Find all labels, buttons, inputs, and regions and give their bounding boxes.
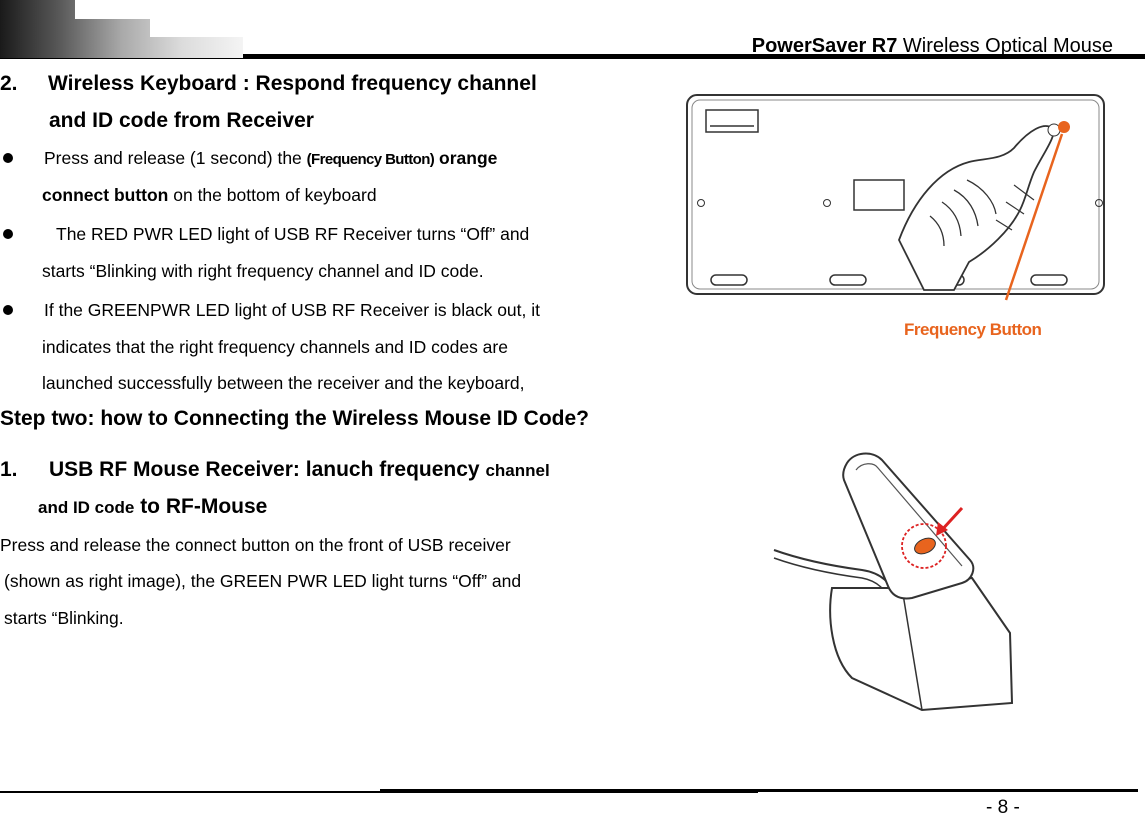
section1-number: 1. [0, 458, 18, 481]
section1-heading-line1: USB RF Mouse Receiver: lanuch frequency … [49, 458, 550, 484]
footer-rule [380, 789, 758, 793]
header-rule [243, 54, 1145, 58]
bullet1-tail-text: on the bottom of keyboard [168, 185, 377, 205]
bullet1-connect-button-text: connect button [42, 185, 169, 205]
usb-receiver-illustration [773, 452, 1014, 712]
bullet2-line1: The RED PWR LED light of USB RF Receiver… [56, 224, 530, 244]
bullet1-line1: Press and release (1 second) the (Freque… [44, 148, 497, 170]
footer-rule [758, 789, 1138, 792]
header-notch [75, 0, 243, 19]
footer-rule [0, 791, 380, 793]
bullet3-line3: launched successfully between the receiv… [42, 373, 525, 393]
bullet1-orange-text: orange [434, 148, 498, 168]
bullet2-line2: starts “Blinking with right frequency ch… [42, 261, 484, 281]
bullet1-text: Press and release (1 second) the [44, 148, 307, 168]
section2-heading-line2: and ID code from Receiver [49, 109, 314, 132]
header-title: PowerSaver R7 Wireless Optical Mouse [752, 36, 1113, 56]
bullet1-line2: connect button on the bottom of keyboard [42, 185, 377, 205]
arrow-head-icon [936, 522, 948, 536]
section1-heading-line2: and ID code to RF-Mouse [38, 495, 267, 521]
frequency-button-pointer [1004, 133, 1064, 301]
bullet-dot [3, 229, 13, 239]
section1-heading-rf-mouse: to RF-Mouse [134, 495, 268, 518]
frequency-button-dot [1058, 121, 1070, 133]
bullet-dot [3, 153, 13, 163]
keyboard-bottom-illustration [686, 94, 1105, 301]
bullet3-line2: indicates that the right frequency chann… [42, 337, 508, 357]
page-number: - 8 - [986, 797, 1020, 818]
header-rule-thin [0, 58, 1145, 59]
header-notch [150, 19, 243, 37]
section1-heading-id-code: and ID code [38, 498, 135, 517]
connect-button-highlight [901, 523, 947, 569]
header-title-rest: Wireless Optical Mouse [897, 35, 1113, 57]
connect-button [914, 537, 936, 555]
bullet1-frequency-button-text: (Frequency Button) [306, 151, 435, 168]
section1-heading-channel: channel [485, 461, 550, 480]
section1-heading-text: USB RF Mouse Receiver: lanuch frequency [49, 458, 486, 481]
bullet3-line1: If the GREENPWR LED light of USB RF Rece… [44, 300, 540, 320]
section1-para-line3: starts “Blinking. [4, 608, 124, 628]
header-title-bold: PowerSaver R7 [751, 35, 898, 57]
section1-para-line2: (shown as right image), the GREEN PWR LE… [4, 571, 522, 591]
section2-number: 2. [0, 72, 18, 95]
frequency-button-label: Frequency Button [904, 320, 1042, 339]
bullet-dot [3, 305, 13, 315]
step-two-heading: Step two: how to Connecting the Wireless… [0, 407, 589, 430]
section2-heading-line1: Wireless Keyboard : Respond frequency ch… [48, 72, 537, 95]
section1-para-line1: Press and release the connect button on … [0, 535, 511, 555]
